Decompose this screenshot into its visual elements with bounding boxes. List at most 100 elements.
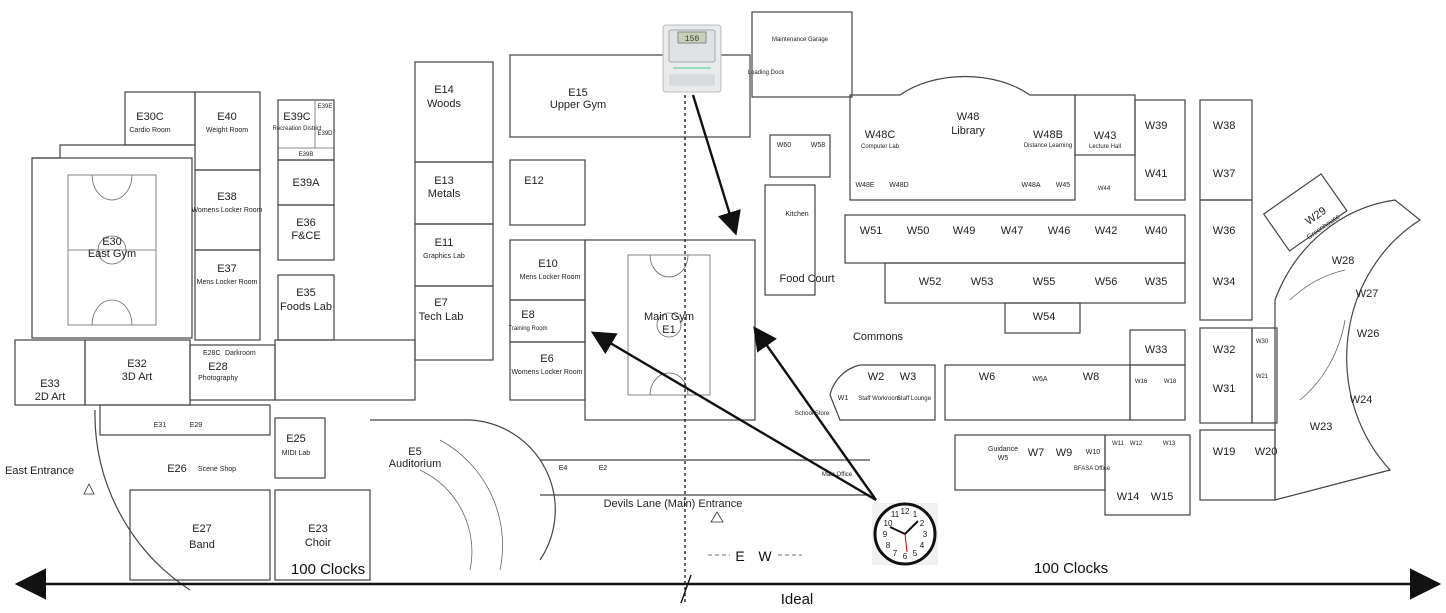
svg-text:10: 10 — [884, 519, 893, 528]
room-e39b: E39B — [299, 152, 314, 158]
room-e28c: E28C — [203, 350, 221, 357]
room-e14-name: Woods — [427, 98, 462, 110]
room-w2: W2 — [868, 371, 885, 383]
room-w34: W34 — [1213, 276, 1236, 288]
svg-text:12: 12 — [901, 507, 910, 516]
room-e40-name: Weight Room — [206, 127, 248, 134]
room-e15: E15 — [568, 87, 588, 99]
room-e27: E27 — [192, 523, 212, 535]
room-w48b-name: Distance Learning — [1024, 143, 1072, 149]
room-e29: E29 — [190, 422, 203, 429]
room-w6: W6 — [979, 371, 996, 383]
room-w32: W32 — [1213, 344, 1236, 356]
svg-text:11: 11 — [891, 510, 900, 519]
room-w28: W28 — [1332, 255, 1355, 267]
svg-text:3: 3 — [923, 530, 928, 539]
room-w30: W30 — [1256, 339, 1269, 345]
arrow-clock-to-e8 — [590, 331, 877, 502]
room-w2-name: Staff Workroom — [858, 396, 899, 402]
room-w42: W42 — [1095, 225, 1118, 237]
room-w16: W16 — [1135, 379, 1148, 385]
room-w55: W55 — [1033, 276, 1056, 288]
room-w50: W50 — [907, 225, 930, 237]
svg-text:7: 7 — [893, 549, 898, 558]
room-e8-name: Training Room — [508, 326, 547, 332]
room-e39c: E39C — [283, 111, 311, 123]
room-w27: W27 — [1356, 288, 1379, 300]
room-e28c-name: Darkroom — [225, 350, 256, 357]
room-e25: E25 — [286, 433, 306, 445]
room-w11: W11 — [1112, 441, 1125, 447]
arrow-clock-to-main-gym — [753, 326, 877, 501]
room-e5-name: Auditorium — [389, 458, 442, 470]
room-e13: E13 — [434, 175, 454, 187]
east-wing-walls — [14, 54, 870, 591]
svg-text:2: 2 — [920, 519, 925, 528]
room-w9: W9 — [1056, 447, 1073, 459]
room-loading: Loading Dock — [748, 70, 786, 76]
room-w10: W10 — [1086, 449, 1101, 456]
room-e7-name: Tech Lab — [419, 311, 464, 323]
room-e40: E40 — [217, 111, 237, 123]
room-w49: W49 — [953, 225, 976, 237]
room-w39: W39 — [1145, 120, 1168, 132]
room-e30c: E30C — [136, 111, 164, 123]
room-e8: E8 — [521, 309, 534, 321]
room-kitchen: Kitchen — [785, 211, 808, 218]
main-entrance-label: Devils Lane (Main) Entrance — [604, 498, 743, 510]
room-w38: W38 — [1213, 120, 1236, 132]
room-e1: Main Gym — [644, 311, 694, 323]
room-w47: W47 — [1001, 225, 1024, 237]
room-e38: E38 — [217, 191, 237, 203]
room-w43: W43 — [1094, 130, 1117, 142]
room-w12: W12 — [1130, 441, 1143, 447]
room-w48b: W48B — [1033, 129, 1063, 141]
room-e25-name: MIDI Lab — [282, 450, 311, 457]
room-w48c: W48C — [865, 129, 896, 141]
room-w37: W37 — [1213, 168, 1236, 180]
room-w51: W51 — [860, 225, 883, 237]
room-w7: W7 — [1028, 447, 1045, 459]
left-clock-count: 100 Clocks — [291, 561, 365, 578]
room-e37-name: Mens Locker Room — [197, 279, 258, 286]
room-w14: W14 — [1117, 491, 1140, 503]
room-w33: W33 — [1145, 344, 1168, 356]
room-w21: W21 — [1256, 374, 1269, 380]
svg-text:4: 4 — [920, 541, 925, 550]
room-w26: W26 — [1357, 328, 1380, 340]
room-e15-name: Upper Gym — [550, 99, 606, 111]
room-e28: E28 — [208, 361, 228, 373]
room-w44: W44 — [1098, 186, 1111, 192]
room-w48: W48 — [957, 111, 980, 123]
room-w48d: W48D — [889, 182, 908, 189]
room-e33: E33 — [40, 378, 60, 390]
arrow-thermostat-to-gym — [691, 94, 741, 236]
room-e35-name: Foods Lab — [280, 301, 332, 313]
room-e10-name: Mens Locker Room — [520, 274, 581, 281]
ideal-tick — [680, 574, 692, 604]
room-e14: E14 — [434, 84, 454, 96]
room-w48e: W48E — [855, 182, 874, 189]
svg-text:5: 5 — [913, 549, 918, 558]
west-wing-walls — [751, 11, 1422, 516]
room-e26-name: Scene Shop — [198, 466, 236, 473]
room-w31: W31 — [1213, 383, 1236, 395]
room-e23: E23 — [308, 523, 328, 535]
room-maintenance: Maintenance Garage — [772, 37, 829, 43]
east-entrance-marker — [83, 483, 95, 495]
room-e28-name: Photography — [198, 375, 238, 382]
room-w13: W13 — [1163, 441, 1176, 447]
room-w46: W46 — [1048, 225, 1071, 237]
room-e6: E6 — [540, 353, 553, 365]
svg-text:8: 8 — [886, 541, 891, 550]
room-e10: E10 — [538, 258, 558, 270]
room-e31: E31 — [154, 422, 167, 429]
room-e39d: E39D — [317, 131, 333, 137]
room-e30-name: East Gym — [88, 248, 136, 260]
right-clock-count: 100 Clocks — [1034, 560, 1108, 577]
room-w40: W40 — [1145, 225, 1168, 237]
room-e33-name: 2D Art — [35, 391, 66, 403]
room-e23-name: Choir — [305, 537, 332, 549]
room-w52: W52 — [919, 276, 942, 288]
